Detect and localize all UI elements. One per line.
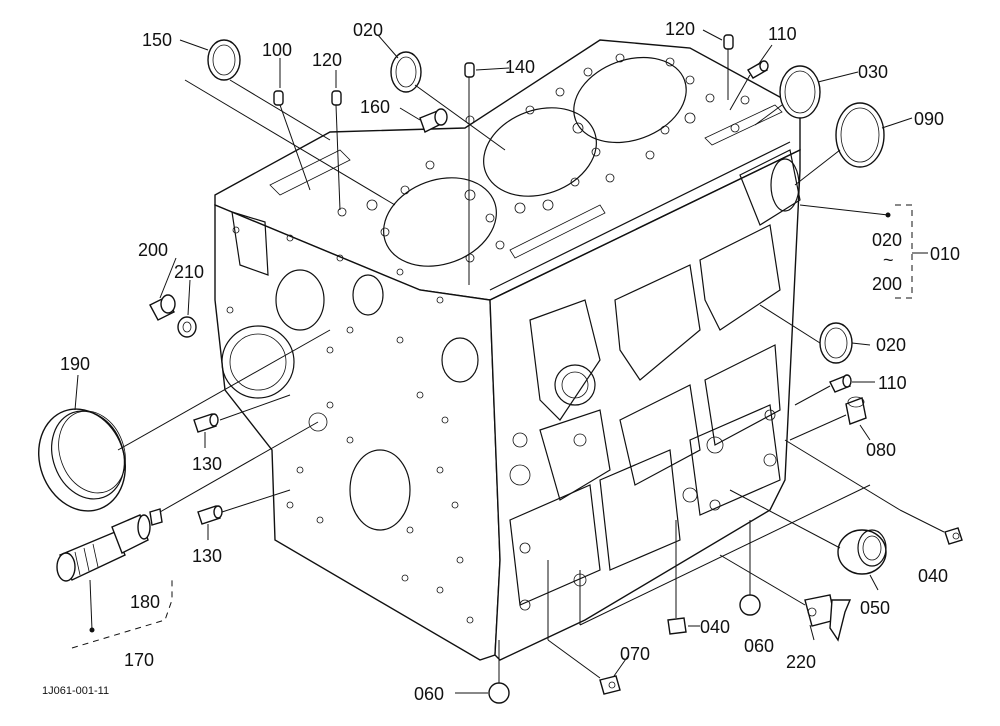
cylinder-bore-2 — [483, 107, 597, 197]
callout-150: 150 — [142, 30, 172, 50]
callout-080: 080 — [866, 440, 896, 460]
part-110-pin-right — [829, 374, 852, 393]
part-100-pin — [273, 90, 284, 106]
front-face-holes — [226, 226, 474, 624]
front-bore-lower — [349, 449, 411, 531]
side-gallery-bore — [770, 158, 800, 212]
callout-tilde: ~ — [883, 250, 894, 270]
part-060-ball-bottom — [488, 682, 510, 704]
front-bore-upper — [275, 269, 325, 331]
callout-labels: 150 100 120 020 140 160 120 110 030 090 … — [42, 19, 960, 704]
group-bracket-170 — [71, 580, 173, 649]
part-160-fitting — [419, 108, 448, 133]
callout-130-upper: 130 — [192, 454, 222, 474]
part-130-pin-upper — [193, 413, 219, 433]
part-210-washer — [177, 316, 197, 338]
part-060-ball-right — [739, 594, 761, 616]
front-bore-mid — [352, 274, 384, 316]
callout-050: 050 — [860, 598, 890, 618]
cylinder-block — [214, 39, 801, 661]
block-side-face — [489, 148, 801, 661]
callout-020-right: 020 — [876, 335, 906, 355]
callout-140: 140 — [505, 57, 535, 77]
part-050-plug — [837, 529, 887, 575]
leader-dot-010 — [885, 212, 891, 218]
deck-slot-c — [509, 204, 606, 259]
part-120-pin-right — [723, 34, 734, 50]
callout-220: 220 — [786, 652, 816, 672]
leader-dot-170 — [89, 627, 95, 633]
part-190-bearing — [38, 408, 126, 512]
deck-slot-a — [269, 149, 351, 196]
part-150-plug — [207, 39, 241, 81]
cylinder-bore-1 — [383, 177, 497, 267]
callout-190: 190 — [60, 354, 90, 374]
leader-lines — [74, 29, 945, 694]
cylinder-bore-3 — [573, 56, 687, 144]
part-020-plug-top — [390, 51, 422, 93]
figure-code: 1J061-001-11 — [42, 685, 109, 697]
part-220-drain-cock — [804, 594, 852, 642]
front-bore-large — [221, 325, 295, 399]
group-bracket-010 — [895, 204, 928, 299]
callout-180: 180 — [130, 592, 160, 612]
callout-200-range-end: 200 — [872, 274, 902, 294]
part-140-pin — [464, 62, 475, 78]
callout-110-top: 110 — [768, 24, 797, 44]
part-020-plug-right — [819, 322, 853, 364]
part-040-screw-right — [944, 527, 963, 545]
callout-040-right: 040 — [918, 566, 948, 586]
part-080-plug — [845, 396, 867, 425]
part-090-plug — [835, 102, 885, 168]
deck-holes — [337, 53, 750, 263]
callout-090: 090 — [914, 109, 944, 129]
part-180-set-screw — [149, 508, 163, 526]
callout-060-bottom: 060 — [414, 684, 444, 704]
part-110-pin-top — [747, 60, 769, 79]
callout-040-mid: 040 — [700, 617, 730, 637]
callout-160: 160 — [360, 97, 390, 117]
callout-100: 100 — [262, 40, 292, 60]
callout-060-right: 060 — [744, 636, 774, 656]
front-bore-large-inner — [229, 333, 287, 391]
callout-120-right: 120 — [665, 19, 695, 39]
callout-170: 170 — [124, 650, 154, 670]
part-070-screw — [599, 675, 621, 695]
callout-020-range-start: 020 — [872, 230, 902, 250]
callout-020-top: 020 — [353, 20, 383, 40]
callout-130-lower: 130 — [192, 546, 222, 566]
part-040-screw-mid — [667, 617, 687, 635]
side-gallery-boss — [739, 149, 801, 226]
part-030-plug — [779, 65, 821, 119]
part-120-pin-left — [331, 90, 342, 106]
callout-120-left: 120 — [312, 50, 342, 70]
callout-030: 030 — [858, 62, 888, 82]
front-bore-right — [441, 337, 479, 383]
callout-200: 200 — [138, 240, 168, 260]
callout-070: 070 — [620, 644, 650, 664]
deck-edge — [489, 141, 801, 301]
part-170-idler-shaft — [56, 514, 151, 582]
callout-210: 210 — [174, 262, 204, 282]
front-window — [231, 211, 269, 276]
callout-110-right: 110 — [878, 373, 907, 393]
callout-010: 010 — [930, 244, 960, 264]
part-130-pin-lower — [197, 505, 223, 525]
part-200-plug — [149, 294, 176, 321]
side-face-ribs — [509, 224, 781, 611]
deck-slot-b — [704, 104, 783, 146]
